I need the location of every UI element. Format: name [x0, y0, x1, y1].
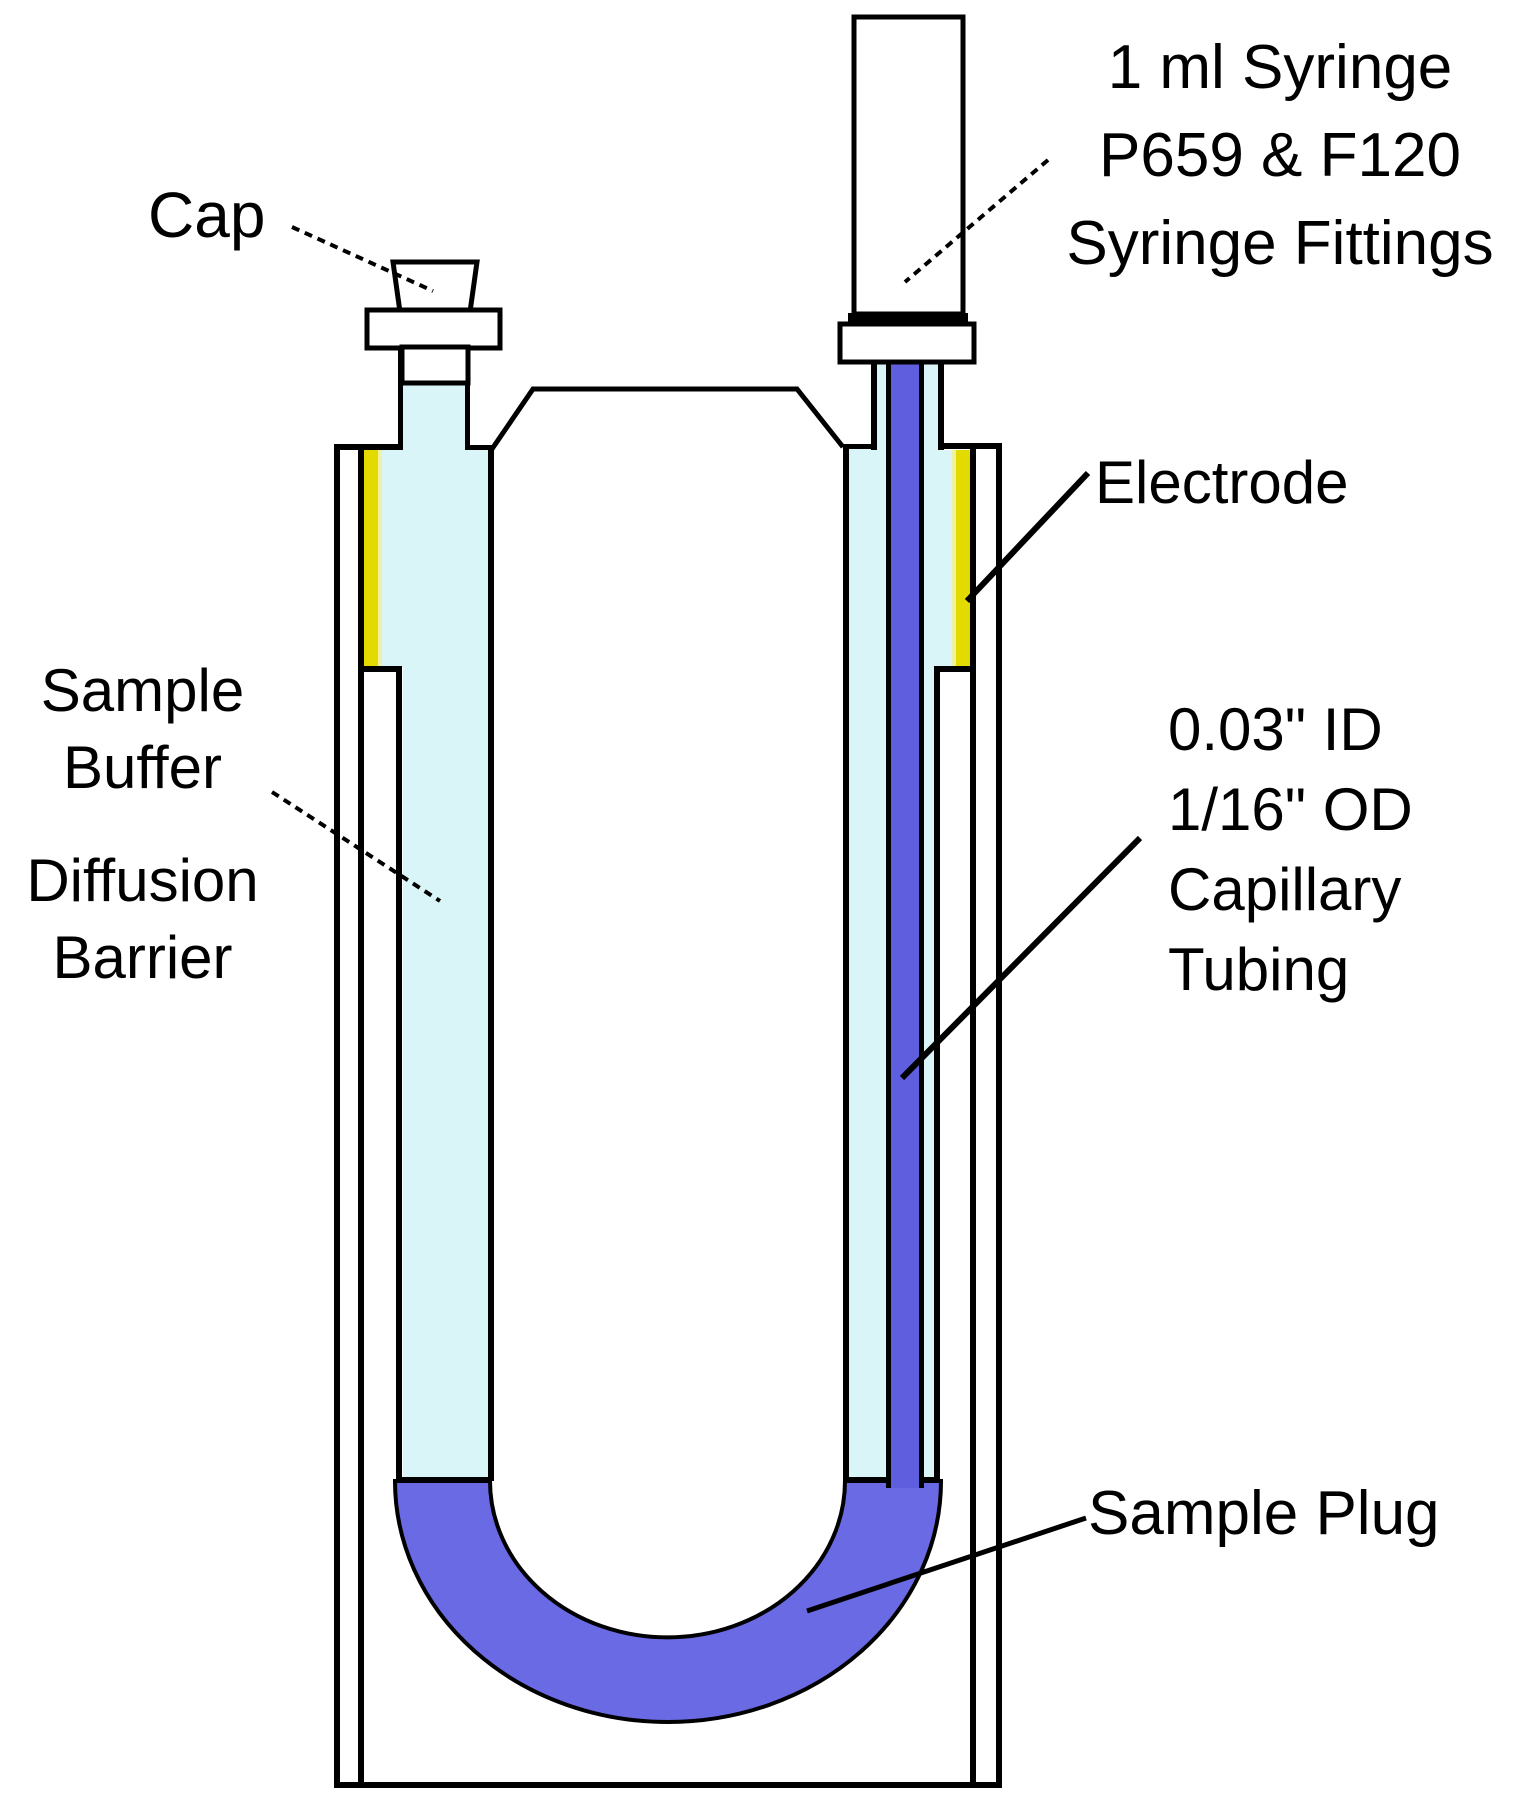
syringe-label-line3: Syringe Fittings [1066, 209, 1494, 278]
left-neck-wall-right [465, 347, 470, 450]
right-neck-wall-left [871, 362, 877, 450]
syringe-barrel [851, 14, 966, 317]
leader-syringe [903, 158, 1050, 284]
sample-plug-u-bend [392, 1479, 944, 1724]
capillary-label-line1: 0.03" ID [1168, 696, 1383, 763]
leader-capillary [899, 835, 1143, 1081]
container-wall-right-outer [996, 443, 1002, 1788]
container-top-trapezoid [489, 386, 845, 451]
leader-electrode [964, 470, 1091, 604]
container-shoulder-left [334, 444, 400, 450]
container-wall-left-outer [334, 444, 340, 1788]
capillary-label-line2: 1/16" OD [1168, 776, 1413, 843]
sample-plug-label: Sample Plug [1088, 1479, 1440, 1548]
cap-label: Cap [148, 179, 266, 251]
right-arm-left-wall [843, 449, 849, 1481]
buffer-fill-left-arm [403, 449, 488, 1481]
leader-cap [291, 225, 434, 293]
electrode-right-highlight [952, 450, 956, 667]
syringe-fitting [837, 321, 977, 365]
buffer-fill-left-electrode-zone [380, 450, 404, 667]
left-arm-right-wall [488, 449, 494, 1481]
electrode-label: Electrode [1095, 449, 1349, 516]
tube-inner-wall-left [396, 667, 402, 1481]
capillary-label-line4: Tubing [1168, 936, 1350, 1003]
syringe-label: 1 ml Syringe P659 & F120 Syringe Fitting… [1045, 24, 1515, 288]
container-wall-right-inner [970, 445, 976, 1784]
cap-plug [399, 344, 471, 386]
buffer-label-line2: Buffer [63, 734, 222, 801]
capillary-wall-right [919, 362, 924, 1488]
leader-sample-plug [806, 1515, 1087, 1614]
container-wall-left-inner [358, 447, 364, 1784]
container-shoulder-right [941, 443, 1002, 449]
cap-top [390, 259, 480, 315]
capillary-wall-left [886, 362, 891, 1488]
electrode-right [954, 450, 970, 667]
leader-buffer [270, 790, 442, 903]
syringe-label-line1: 1 ml Syringe [1107, 33, 1453, 102]
syringe-label-line2: P659 & F120 [1099, 121, 1461, 190]
buffer-label-line3: Diffusion [26, 847, 259, 914]
container-bottom [334, 1782, 1002, 1788]
cap-flange [364, 307, 503, 351]
capillary-label: 0.03" ID 1/16" OD Capillary Tubing [1168, 690, 1413, 1010]
electrode-left-bottom-step [358, 666, 402, 672]
tube-inner-wall-right [934, 667, 940, 1481]
right-neck-wall-right [938, 362, 944, 450]
electrode-right-bottom-step [934, 666, 976, 672]
left-neck-wall-left [398, 347, 403, 450]
syringe-flange [848, 313, 968, 324]
sample-buffer-label: Sample Buffer Diffusion Barrier [0, 652, 285, 996]
left-arm-step [466, 445, 494, 450]
buffer-label-line4: Barrier [52, 924, 233, 991]
capillary-label-line3: Capillary [1168, 856, 1402, 923]
electrode-left-highlight [378, 450, 382, 666]
buffer-fill-right-electrode-zone [934, 450, 954, 667]
buffer-label-line1: Sample [40, 657, 245, 724]
electrode-left [364, 450, 380, 666]
right-arm-step [843, 444, 875, 449]
plug-buffer-boundary-left [400, 1477, 490, 1483]
capillary-tube [891, 362, 919, 1488]
